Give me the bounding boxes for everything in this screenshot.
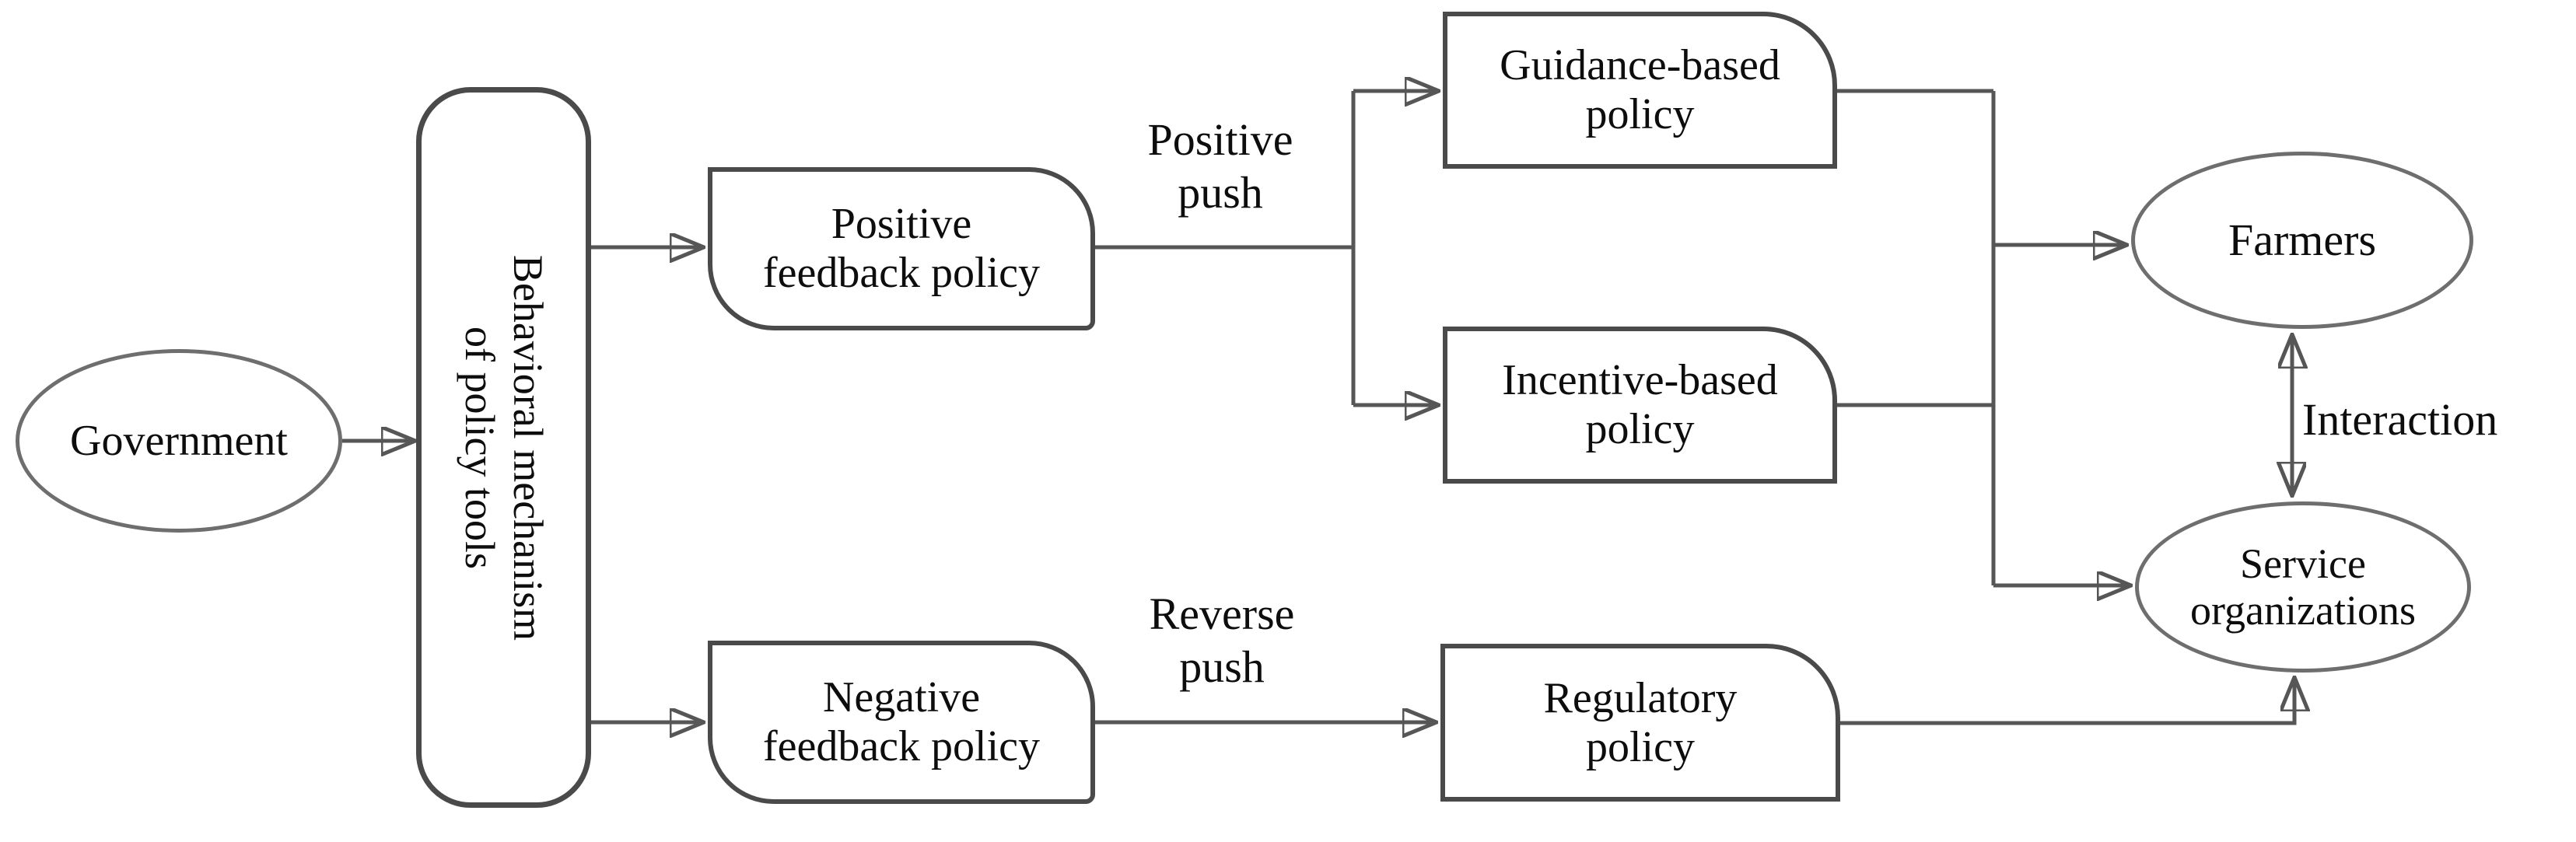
farmers-label: Farmers — [2228, 214, 2377, 265]
node-positive-feedback-policy: Positive feedback policy — [708, 167, 1095, 330]
node-behavioral-mechanism: Behavioral mechanism of policy tools — [416, 87, 591, 808]
node-regulatory-policy: Regulatory policy — [1440, 644, 1840, 802]
node-government: Government — [16, 349, 342, 533]
node-guidance-based-policy: Guidance-based policy — [1443, 12, 1837, 169]
government-label: Government — [70, 416, 288, 465]
node-farmers: Farmers — [2131, 152, 2473, 329]
node-incentive-based-policy: Incentive-based policy — [1443, 327, 1837, 484]
edge-label-positive-push: Positive push — [1147, 114, 1293, 218]
behavioral-mechanism-label: Behavioral mechanism of policy tools — [456, 254, 551, 641]
node-service-organizations: Service organizations — [2135, 501, 2471, 673]
edge-label-interaction: Interaction — [2302, 394, 2498, 445]
edge-label-reverse-push: Reverse push — [1149, 589, 1295, 693]
node-negative-feedback-policy: Negative feedback policy — [708, 641, 1095, 804]
edge-regulatory-to-service — [1840, 679, 2294, 725]
